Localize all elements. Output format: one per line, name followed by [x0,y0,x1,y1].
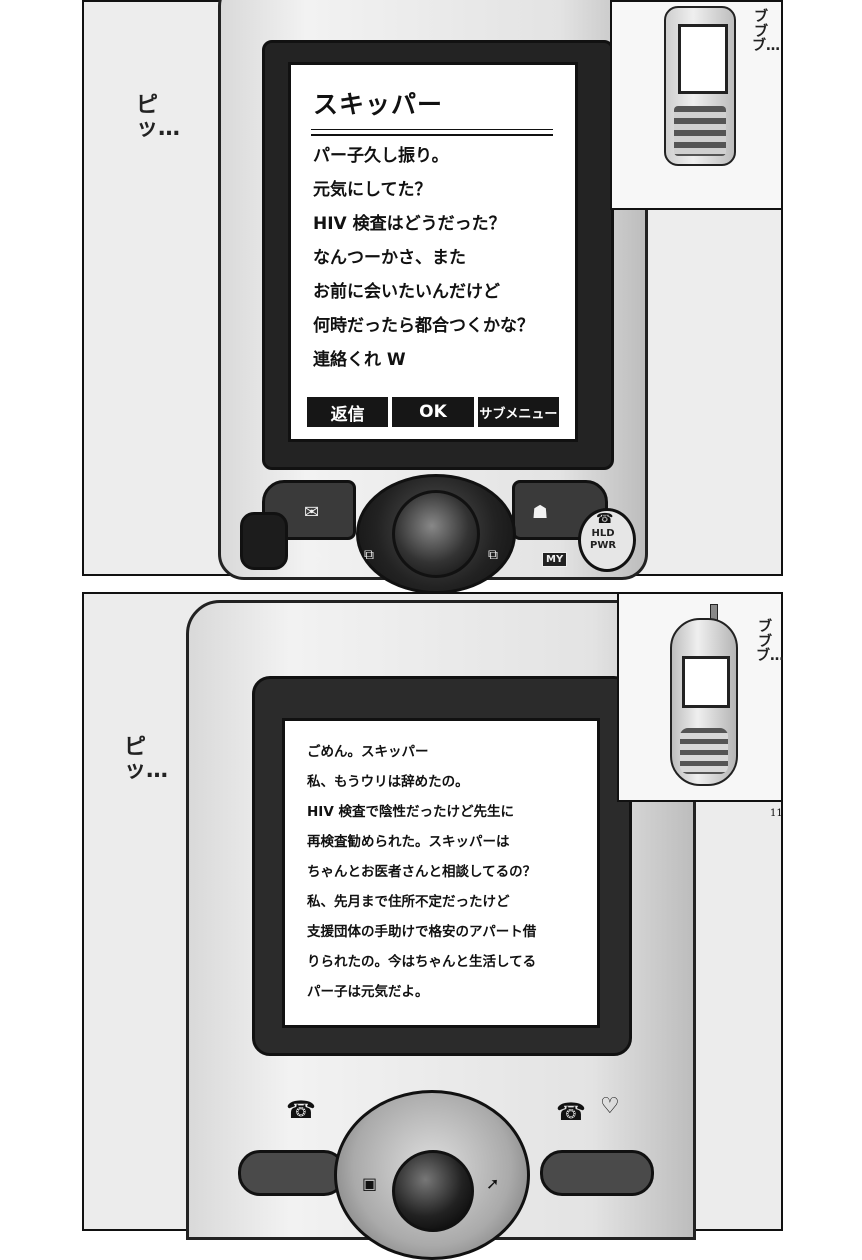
window-icon: ⧉ [488,547,498,563]
message-line: 私、先月まで住所不定だったけど [307,894,510,910]
arrow-icon: ➚ [486,1174,500,1193]
message-line: パー子は元気だよ。 [307,984,429,1000]
hld-pwr-label: HLD PWR [590,528,616,552]
message-line: 支援団体の手助けで格安のアパート借 [307,924,537,940]
pwr-label: PWR [590,540,617,551]
reply-softkey[interactable]: 返信 [307,397,389,427]
message-line: 私、もうウリは辞めたの。 [307,774,469,790]
mail-icon: ✉ [304,502,320,523]
message-line: 連絡くれ W [313,350,406,370]
center-select-button[interactable] [392,490,480,578]
message-line: ごめん。スキッパー [307,744,429,760]
mini-phone-keypad [680,728,728,774]
title-divider [311,129,553,136]
message-line: ちゃんとお医者さんと相談してるの？ [307,864,537,880]
copy-icon: ⧉ [364,547,374,563]
message-line: HIV 検査はどうだった？ [313,214,506,234]
message-line: パー子久し振り。 [313,146,449,166]
call-button[interactable] [238,1150,346,1196]
address-book-icon: ☗ [532,502,549,523]
message-line: 再検査勧められた。スキッパーは [307,834,510,850]
message-body-top: パー子久し振り。 元気にしてた？ HIV 検査はどうだった？ なんつーかさ、また… [313,139,534,377]
my-button-label[interactable]: MY [542,552,568,567]
message-line: 何時だったら都合つくかな？ [313,316,534,336]
vibrate-sound-effect-bottom: ブブブ… [756,619,784,665]
message-sender-title: スキッパー [313,90,444,119]
hld-label: HLD [591,528,615,539]
mini-phone-screen [678,24,728,94]
phone-hangup-icon: ☎ [596,511,614,527]
mini-phone-bottom [670,618,738,786]
message-line: 元気にしてた？ [313,180,432,200]
phone-end-icon: ☎ [556,1098,586,1126]
message-line: なんつーかさ、また [313,248,466,268]
beep-sound-effect-top: ピッ… [136,93,180,142]
message-screen-top: スキッパー パー子久し振り。 元気にしてた？ HIV 検査はどうだった？ なんつ… [288,62,578,442]
mini-phone-keypad [674,106,726,156]
message-line: りられたの。今はちゃんと生活してる [307,954,537,970]
submenu-softkey[interactable]: サブメニュー [477,397,559,427]
side-button[interactable] [240,512,288,570]
end-call-button[interactable] [540,1150,654,1196]
phone-call-icon: ☎ [286,1096,316,1124]
book-icon: ▣ [362,1174,378,1193]
message-line: HIV 検査で陰性だったけど先生に [307,804,514,820]
power-end-button[interactable] [578,508,636,572]
page-number: 11 [770,808,783,819]
center-select-button[interactable] [392,1150,474,1232]
mini-phone-screen [682,656,730,708]
heart-icon: ♡ [600,1094,620,1119]
softkey-bar: 返信 OK サブメニュー [307,397,559,427]
message-screen-bottom: ごめん。スキッパー 私、もうウリは辞めたの。 HIV 検査で陰性だったけど先生に… [282,718,600,1028]
message-line: お前に会いたいんだけど [313,282,500,302]
beep-sound-effect-bottom: ピッ… [124,735,168,784]
mini-phone-top [664,6,736,166]
vibrate-sound-effect-top: ブブブ… [752,9,780,55]
clock-icon: ◔ [310,549,323,565]
ok-softkey[interactable]: OK [392,397,474,427]
message-body-bottom: ごめん。スキッパー 私、もうウリは辞めたの。 HIV 検査で陰性だったけど先生に… [307,737,536,1007]
